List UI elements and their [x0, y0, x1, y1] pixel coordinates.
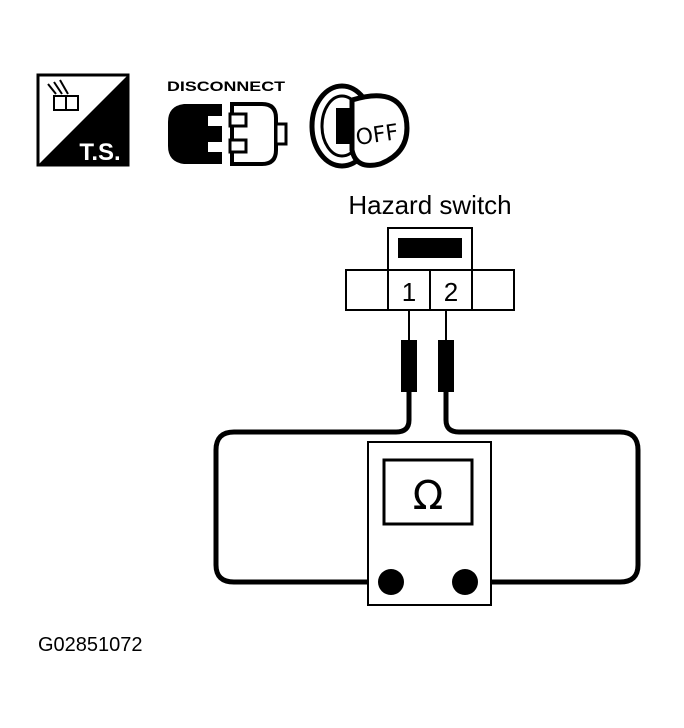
- ignition-off-label: OFF: [354, 120, 400, 151]
- hazard-switch-connector: 1 2: [345, 227, 515, 311]
- meter-jack-left: [378, 569, 404, 595]
- disconnect-label: DISCONNECT: [167, 78, 286, 94]
- ohmmeter-icon: Ω: [367, 441, 492, 606]
- meter-display: [382, 458, 474, 526]
- connector-female-half: [168, 104, 222, 164]
- probe-2: [438, 310, 454, 392]
- disconnect-icon: DISCONNECT: [167, 78, 288, 166]
- connector-title: Hazard switch: [348, 190, 511, 220]
- terminal-2-label: 2: [444, 277, 458, 307]
- ts-icon: T.S.: [36, 73, 130, 167]
- ignition-key-icon: OFF: [309, 83, 410, 169]
- test-lead-2: [443, 392, 641, 585]
- connector-pictogram: [47, 79, 79, 111]
- test-lead-1: [213, 392, 412, 585]
- connector-lock-tab: [398, 238, 462, 258]
- meter-symbol: Ω: [413, 473, 444, 519]
- figure-id: G02851072: [38, 634, 143, 656]
- meter-jack-right: [452, 569, 478, 595]
- probe-1: [401, 310, 417, 392]
- key-shape: [349, 93, 410, 168]
- terminal-1-label: 1: [402, 277, 416, 307]
- ts-label: T.S.: [79, 139, 120, 166]
